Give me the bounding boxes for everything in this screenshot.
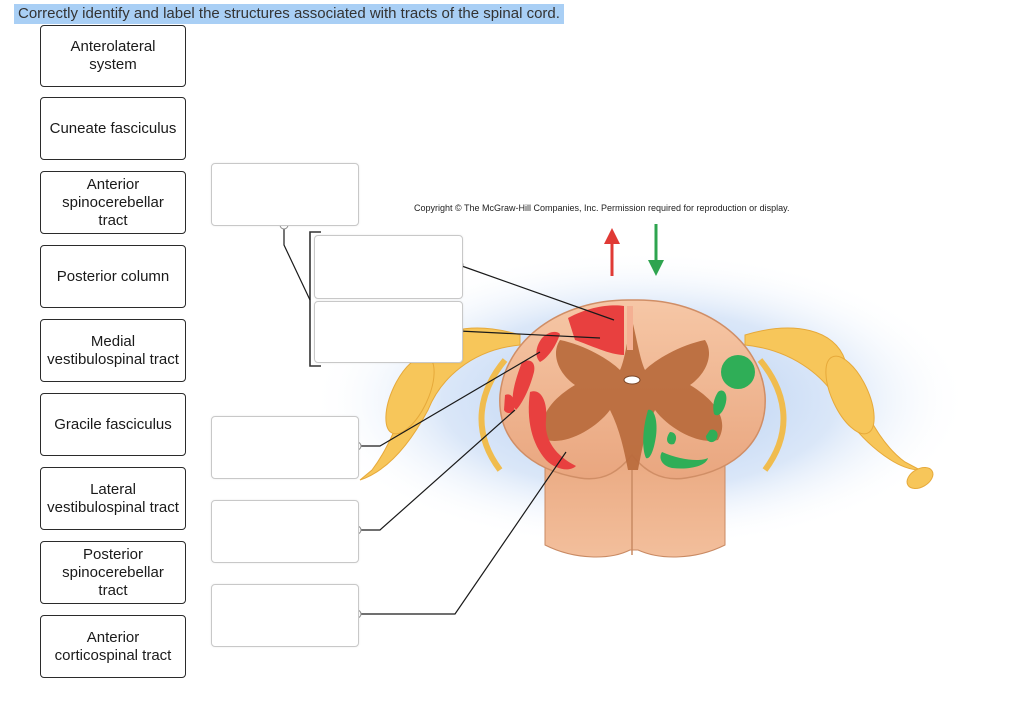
nerve-roots bbox=[359, 327, 934, 489]
drop-zone-3[interactable] bbox=[314, 301, 463, 363]
label-posterior-column[interactable]: Posterior column bbox=[40, 245, 186, 308]
drop-zone-6[interactable] bbox=[211, 584, 359, 647]
label-posterior-spinocerebellar-tract[interactable]: Posterior spinocerebellar tract bbox=[40, 541, 186, 604]
label-medial-vestibulospinal-tract[interactable]: Medial vestibulospinal tract bbox=[40, 319, 186, 382]
label-anterior-spinocerebellar-tract[interactable]: Anterior spinocerebellar tract bbox=[40, 171, 186, 234]
descending-arrow-icon bbox=[648, 224, 664, 276]
drop-zone-1[interactable] bbox=[211, 163, 359, 226]
question-prompt: Correctly identify and label the structu… bbox=[14, 4, 564, 24]
ascending-arrow-icon bbox=[604, 228, 620, 276]
leader-lines bbox=[283, 225, 615, 615]
ascending-tracts bbox=[504, 305, 633, 470]
drop-zone-2[interactable] bbox=[314, 235, 463, 299]
label-gracile-fasciculus[interactable]: Gracile fasciculus bbox=[40, 393, 186, 456]
drop-zone-4[interactable] bbox=[211, 416, 359, 479]
label-cuneate-fasciculus[interactable]: Cuneate fasciculus bbox=[40, 97, 186, 160]
copyright-notice: Copyright © The McGraw-Hill Companies, I… bbox=[414, 203, 790, 213]
drop-zone-5[interactable] bbox=[211, 500, 359, 563]
descending-tracts bbox=[643, 355, 755, 469]
label-anterolateral-system[interactable]: Anterolateral system bbox=[40, 25, 186, 87]
spinal-cord-section bbox=[499, 299, 766, 558]
label-lateral-vestibulospinal-tract[interactable]: Lateral vestibulospinal tract bbox=[40, 467, 186, 530]
label-anterior-corticospinal-tract[interactable]: Anterior corticospinal tract bbox=[40, 615, 186, 678]
posterior-column-left bbox=[568, 305, 624, 355]
